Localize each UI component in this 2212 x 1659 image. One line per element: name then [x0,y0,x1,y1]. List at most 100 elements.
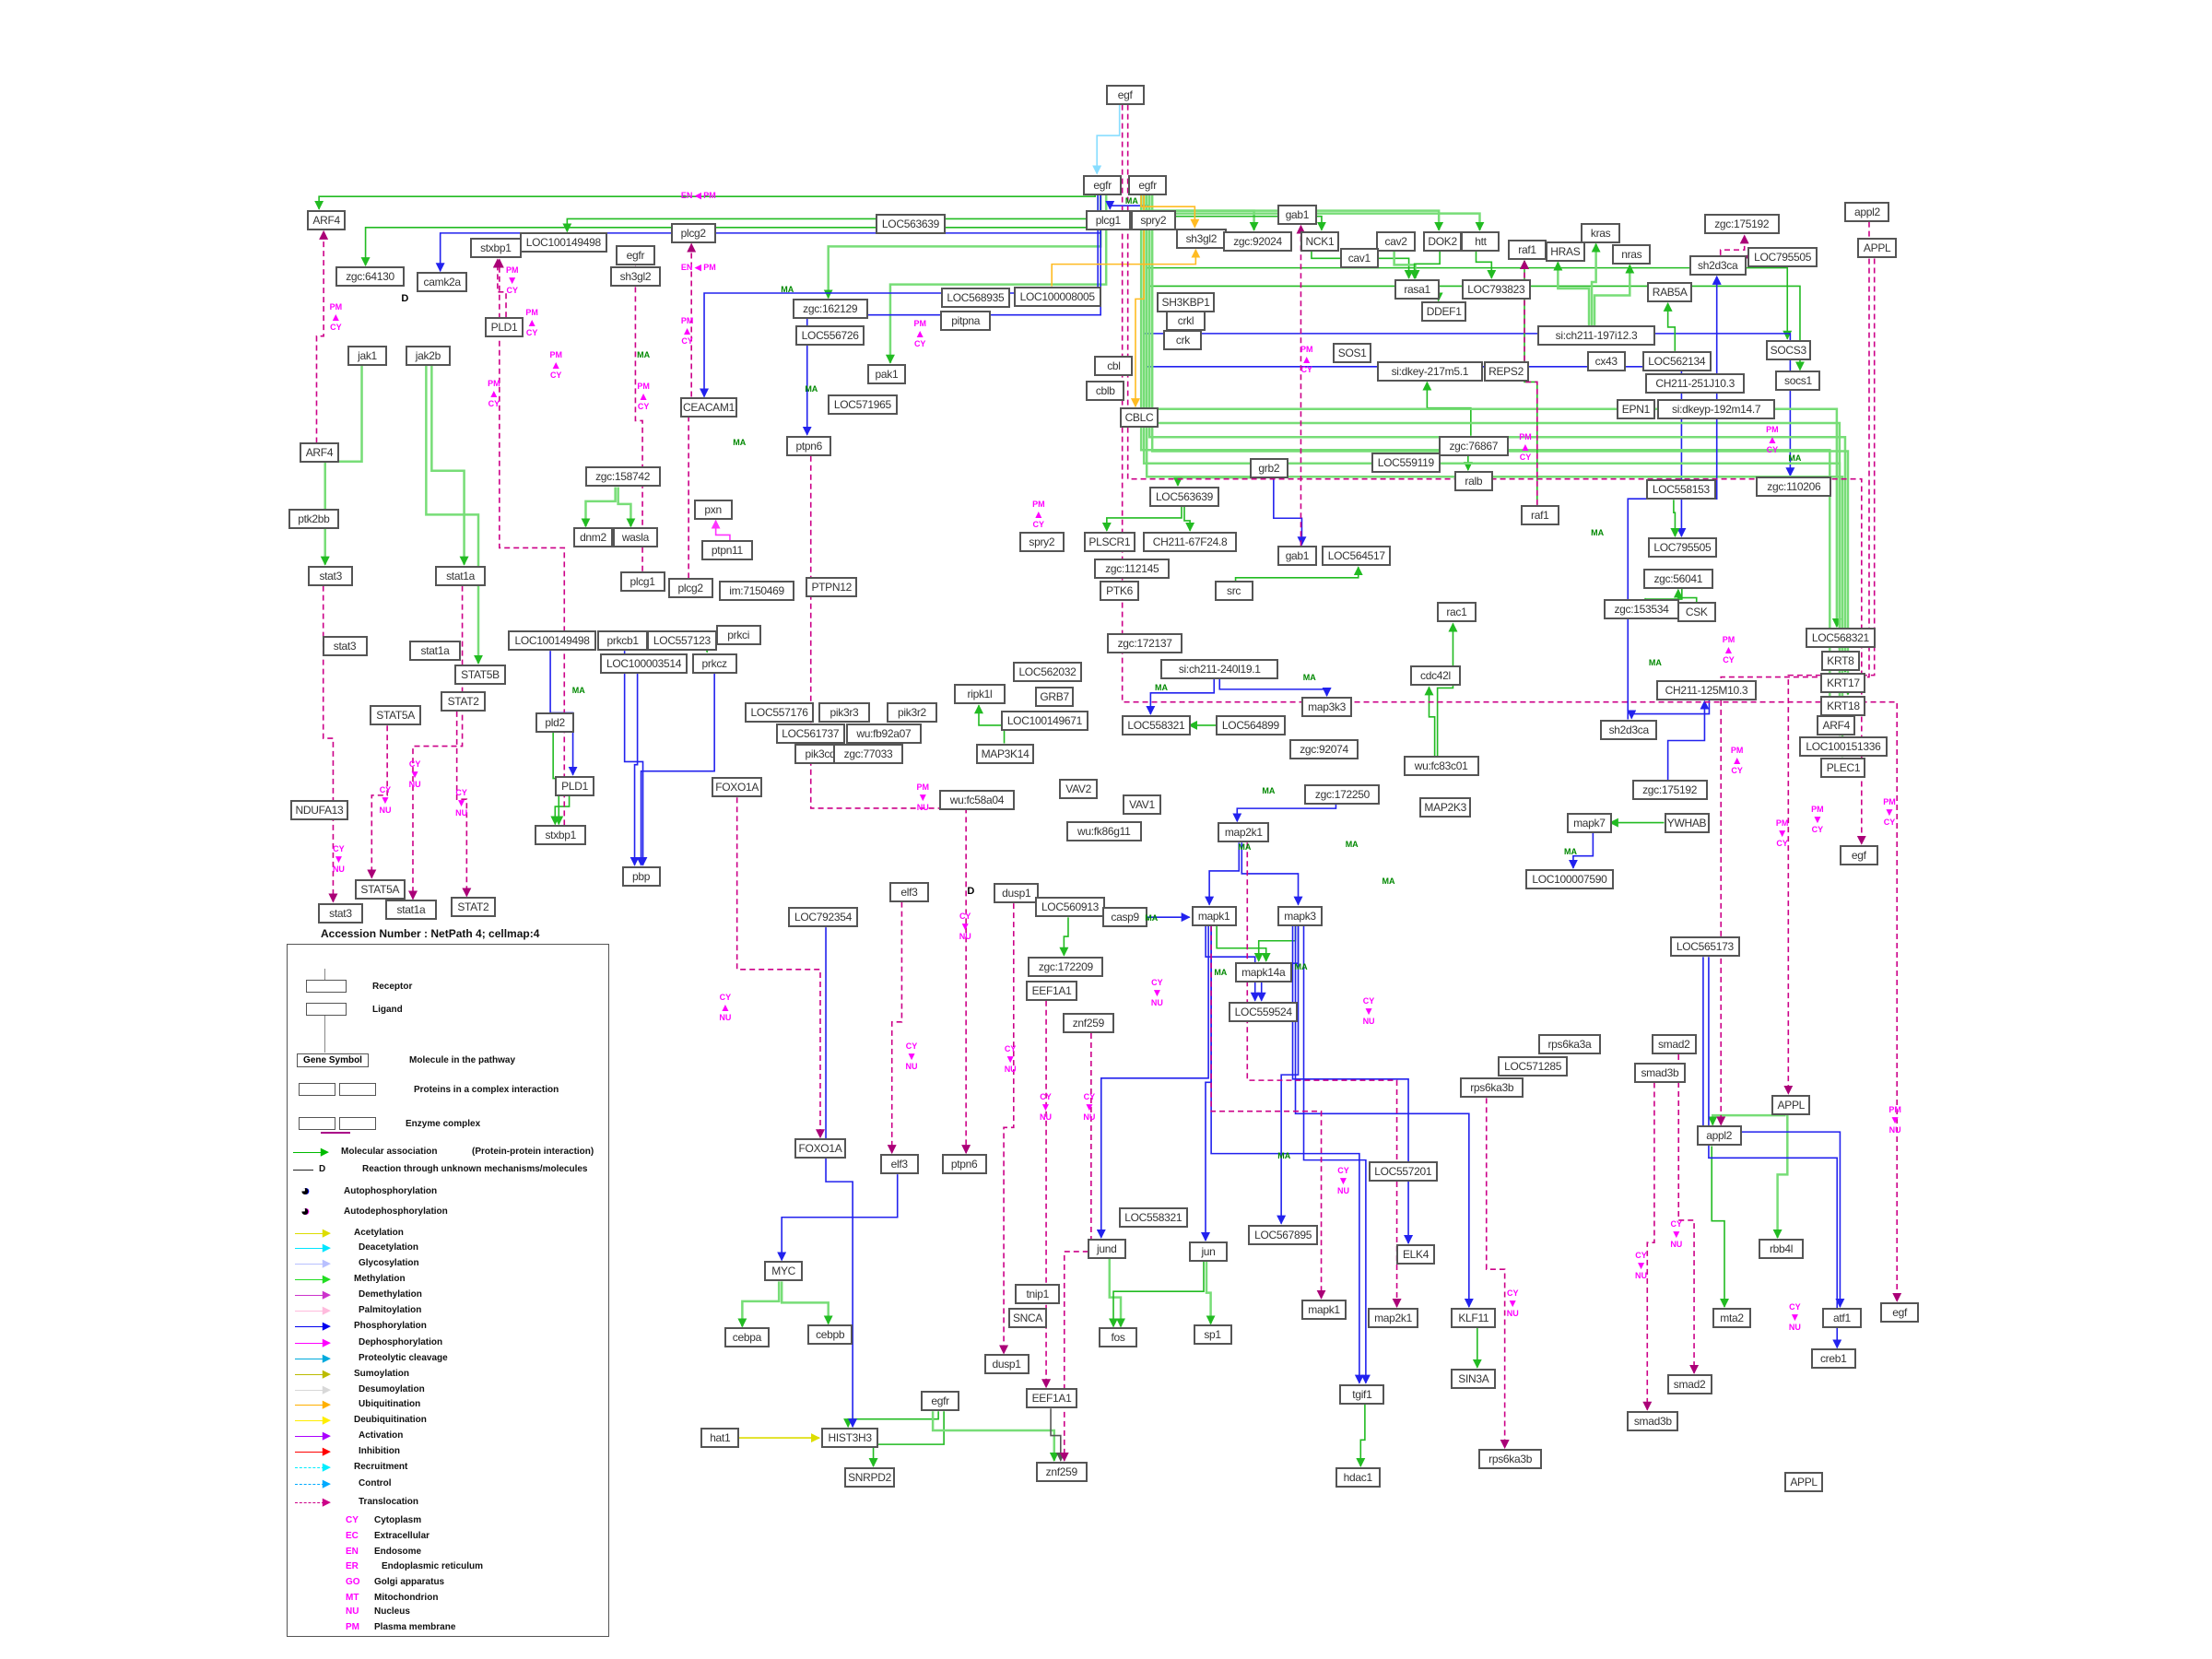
gene-node-stat5a[interactable]: STAT5A [370,705,421,726]
gene-node-map3k3[interactable]: map3k3 [1300,697,1353,718]
gene-node-plcg1[interactable]: plcg1 [1085,209,1131,230]
gene-node-grb7[interactable]: GRB7 [1034,687,1075,708]
gene-node-crkl[interactable]: crkl [1166,310,1206,331]
gene-node-znf259[interactable]: znf259 [1035,1461,1088,1482]
gene-node-zgc-56041[interactable]: zgc:56041 [1643,568,1713,589]
gene-node-rbb4l[interactable]: rbb4l [1759,1238,1805,1259]
gene-node-zgc-172250[interactable]: zgc:172250 [1304,783,1381,805]
gene-node-vav2[interactable]: VAV2 [1058,778,1099,799]
gene-node-raf1[interactable]: raf1 [1507,239,1547,260]
gene-node-krt8[interactable]: KRT8 [1820,650,1861,671]
gene-node-atf1[interactable]: atf1 [1822,1307,1862,1328]
gene-node-socs1[interactable]: socs1 [1775,371,1821,392]
gene-node-egf[interactable]: egf [1839,844,1878,865]
gene-node-klf11[interactable]: KLF11 [1451,1307,1497,1328]
gene-node-raf1[interactable]: raf1 [1520,504,1559,525]
gene-node-egfr[interactable]: egfr [1082,174,1123,195]
gene-node-zgc-158742[interactable]: zgc:158742 [584,466,661,488]
gene-node-casp9[interactable]: casp9 [1102,907,1148,928]
gene-node-fos[interactable]: fos [1099,1327,1138,1348]
gene-node-sh3kbp1[interactable]: SH3KBP1 [1157,291,1215,312]
gene-node-myc[interactable]: MYC [764,1261,804,1282]
gene-node-creb1[interactable]: creb1 [1810,1348,1856,1370]
gene-node-stat2[interactable]: STAT2 [441,690,487,712]
gene-node-map3k14[interactable]: MAP3K14 [976,743,1034,764]
gene-node-mapk7[interactable]: mapk7 [1566,812,1612,833]
gene-node-loc556726[interactable]: LOC556726 [794,325,865,347]
gene-node-appl2[interactable]: appl2 [1844,201,1890,222]
gene-node-loc564899[interactable]: LOC564899 [1216,714,1286,735]
gene-node-wu-fc58a04[interactable]: wu:fc58a04 [938,790,1015,811]
gene-node-sin3a[interactable]: SIN3A [1451,1368,1497,1389]
gene-node-egf[interactable]: egf [1880,1301,1920,1323]
gene-node-ddef1[interactable]: DDEF1 [1421,301,1467,323]
gene-node-cbl[interactable]: cbl [1094,355,1134,376]
gene-node-pld1[interactable]: PLD1 [484,317,524,338]
gene-node-rps6ka3b[interactable]: rps6ka3b [1478,1449,1543,1470]
gene-node-nck1[interactable]: NCK1 [1300,230,1340,252]
gene-node-zgc-175192[interactable]: zgc:175192 [1703,214,1780,235]
gene-node-si-dkeyp-192m14-7[interactable]: si:dkeyp-192m14.7 [1657,398,1776,419]
gene-node-loc563639[interactable]: LOC563639 [1149,486,1219,507]
gene-node-loc792354[interactable]: LOC792354 [788,907,858,928]
gene-node-tgif1[interactable]: tgif1 [1339,1383,1385,1405]
gene-node-jak1[interactable]: jak1 [347,345,387,366]
gene-node-ralb[interactable]: ralb [1453,471,1494,492]
gene-node-prkci[interactable]: prkci [715,624,761,645]
gene-node-loc562134[interactable]: LOC562134 [1641,350,1712,371]
gene-node-loc795505[interactable]: LOC795505 [1647,537,1718,559]
gene-node-loc571285[interactable]: LOC571285 [1498,1056,1568,1077]
gene-node-loc559524[interactable]: LOC559524 [1229,1001,1299,1022]
gene-node-jund[interactable]: jund [1087,1238,1126,1259]
gene-node-loc795505[interactable]: LOC795505 [1747,246,1818,267]
gene-node-cblb[interactable]: cblb [1086,381,1125,402]
gene-node-appl[interactable]: APPL [1771,1094,1811,1115]
gene-node-prkcz[interactable]: prkcz [691,653,737,674]
gene-node-stat5b[interactable]: STAT5B [454,664,506,685]
gene-node-stat3[interactable]: stat3 [322,636,368,657]
gene-node-zgc-175192[interactable]: zgc:175192 [1631,780,1708,801]
gene-node-rab5a[interactable]: RAB5A [1647,281,1693,302]
gene-node-eef1a1[interactable]: EEF1A1 [1026,1388,1077,1409]
gene-node-zgc-92024[interactable]: zgc:92024 [1222,230,1293,252]
gene-node-hist3h3[interactable]: HIST3H3 [821,1428,879,1449]
gene-node-egfr[interactable]: egfr [920,1391,960,1412]
gene-node-sp1[interactable]: sp1 [1193,1324,1232,1346]
gene-node-im-7150469[interactable]: im:7150469 [719,581,795,602]
gene-node-appl[interactable]: APPL [1857,238,1897,259]
gene-node-socs3[interactable]: SOCS3 [1765,339,1811,360]
gene-node-ceacam1[interactable]: CEACAM1 [679,397,738,418]
gene-node-loc558321[interactable]: LOC558321 [1118,1207,1188,1229]
gene-node-loc571965[interactable]: LOC571965 [828,394,898,416]
gene-node-sh3gl2[interactable]: sh3gl2 [1175,228,1228,249]
gene-node-spry2[interactable]: spry2 [1130,209,1176,230]
gene-node-src[interactable]: src [1214,581,1253,602]
gene-node-egfr[interactable]: egfr [616,245,655,266]
gene-node-egfr[interactable]: egfr [1127,174,1168,195]
gene-node-snrpd2[interactable]: SNRPD2 [843,1466,896,1488]
gene-node-smad3b[interactable]: smad3b [1634,1062,1686,1083]
gene-node-plcg2[interactable]: plcg2 [667,578,713,599]
gene-node-cav1[interactable]: cav1 [1339,248,1379,269]
gene-node-nras[interactable]: nras [1612,243,1652,265]
gene-node-loc100151336[interactable]: LOC100151336 [1799,735,1888,757]
gene-node-plec1[interactable]: PLEC1 [1820,757,1866,778]
gene-node-loc100149498[interactable]: LOC100149498 [519,232,607,253]
gene-node-loc560913[interactable]: LOC560913 [1035,897,1105,918]
gene-node-elk4[interactable]: ELK4 [1395,1244,1436,1265]
gene-node-stat3[interactable]: stat3 [317,902,363,924]
gene-node-reps2[interactable]: REPS2 [1483,360,1529,382]
gene-node-prkcb1[interactable]: prkcb1 [596,630,649,652]
gene-node-ripk1l[interactable]: ripk1l [954,684,1006,705]
gene-node-eef1a1[interactable]: EEF1A1 [1026,980,1077,1001]
gene-node-ywhab[interactable]: YWHAB [1664,812,1710,833]
gene-node-elf3[interactable]: elf3 [889,881,929,902]
gene-node-cebpa[interactable]: cebpa [724,1327,770,1348]
gene-node-ptpn11[interactable]: ptpn11 [701,540,753,561]
gene-node-rasa1[interactable]: rasa1 [1394,278,1441,300]
gene-node-pik3r3[interactable]: pik3r3 [818,702,870,724]
gene-node-pak1[interactable]: pak1 [866,363,907,384]
gene-node-loc100003514[interactable]: LOC100003514 [600,653,688,674]
gene-node-plcg1[interactable]: plcg1 [619,571,665,592]
gene-node-loc558321[interactable]: LOC558321 [1121,714,1192,735]
